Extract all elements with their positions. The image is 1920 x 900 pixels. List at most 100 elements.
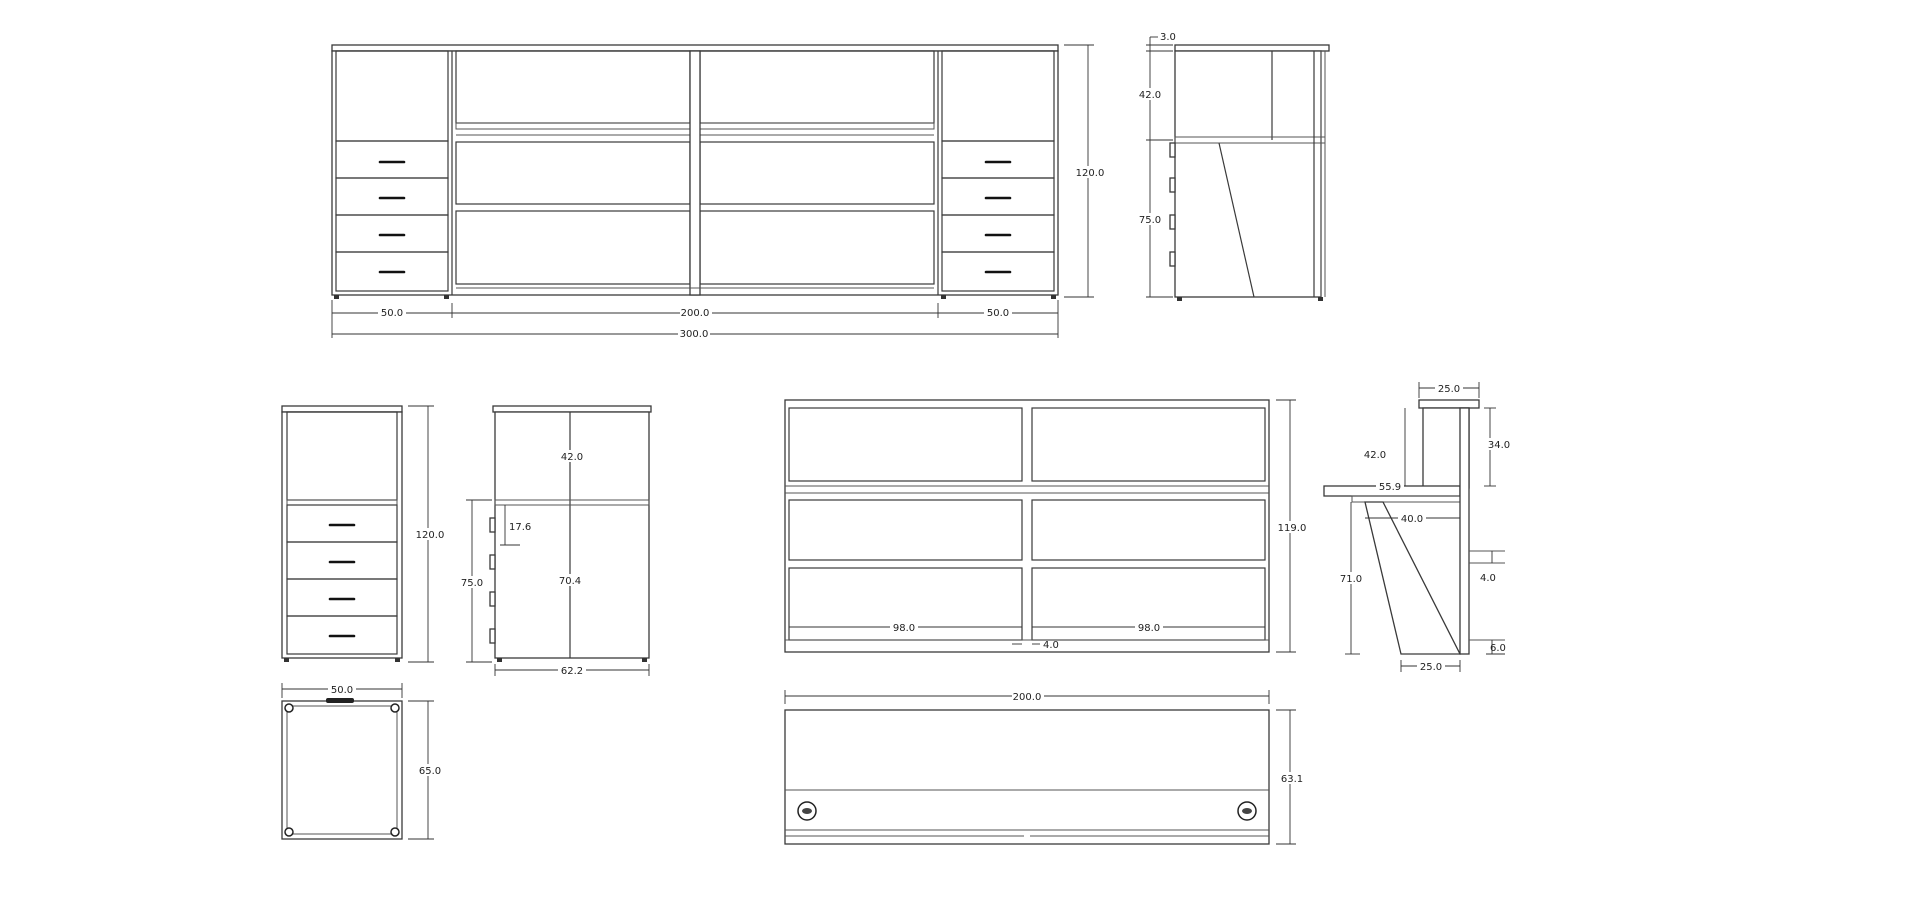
desk-plan-outline — [784, 709, 1270, 845]
plan-corner-post — [390, 703, 400, 713]
side-drawer-knob — [489, 554, 496, 570]
center-divider — [689, 50, 701, 296]
dim-front-right-width: 50.0 — [987, 308, 1009, 319]
drawer-unit-carcass — [281, 411, 403, 659]
side-slanted-support — [1218, 142, 1255, 298]
dim-profile-plinth: 6.0 — [1490, 643, 1506, 654]
drawer-side-dimensions: 42.0 17.6 70.4 75.0 62.2 — [458, 450, 650, 677]
profile-top — [1418, 399, 1480, 409]
dim-drawer-unit-depth: 65.0 — [419, 766, 441, 777]
desk-middle-bay-right — [1031, 499, 1266, 561]
front-right-drawer-tower — [941, 50, 1055, 292]
dim-drawer-unit-height: 120.0 — [416, 530, 445, 541]
front-center-bays — [455, 50, 935, 296]
dim-side-upper-height: 42.0 — [1139, 90, 1161, 101]
desk-plan-dimensions: 200.0 63.1 — [784, 690, 1306, 845]
cable-grommet-hole — [802, 808, 812, 814]
drawer-front — [941, 251, 1055, 292]
plan-corner-post — [284, 827, 294, 837]
desk-front-dimensions: 98.0 98.0 4.0 119.0 — [789, 399, 1307, 653]
dim-desk-width: 200.0 — [1013, 692, 1042, 703]
foot — [1318, 297, 1323, 301]
foot — [941, 295, 946, 299]
side-drawer-knob — [489, 591, 496, 607]
desk-front-view: 98.0 98.0 4.0 119.0 — [784, 399, 1307, 653]
desk-upper-bay-right — [1031, 407, 1266, 482]
dim-desk-bay-left: 98.0 — [893, 623, 915, 634]
drawer-unit-front-dimensions: 120.0 — [408, 405, 445, 663]
foot — [284, 658, 289, 662]
drawer-unit-top — [281, 405, 403, 413]
front-elevation-view: 50.0 200.0 50.0 300.0 120.0 — [331, 44, 1105, 340]
dim-profile-gap: 4.0 — [1480, 573, 1496, 584]
side-drawer-knob — [489, 628, 496, 644]
dim-desk-depth: 63.1 — [1281, 774, 1303, 785]
desk-plan-view: 200.0 63.1 — [784, 690, 1306, 845]
desk-front-outline — [784, 399, 1270, 653]
dim-profile-upper-right: 34.0 — [1488, 440, 1510, 451]
side-top-panel — [1174, 44, 1330, 52]
dim-drawer-side-depth: 62.2 — [561, 666, 583, 677]
front-dimensions: 50.0 200.0 50.0 300.0 120.0 — [331, 44, 1105, 340]
foot — [444, 295, 449, 299]
drawer-unit-plan-view: 50.0 65.0 — [281, 683, 442, 840]
side-dimensions: 3.0 42.0 75.0 — [1136, 32, 1176, 298]
dim-drawer-side-upper: 42.0 — [561, 452, 583, 463]
drawer-side-shelf — [494, 499, 650, 506]
dim-desk-height: 119.0 — [1278, 523, 1307, 534]
side-drawer-knob — [489, 517, 496, 533]
drawer-front — [335, 251, 449, 292]
drawer-unit-side-view: 42.0 17.6 70.4 75.0 62.2 — [458, 405, 652, 677]
drawer-unit-front-view: 120.0 — [281, 405, 445, 663]
plan-handle — [326, 698, 354, 703]
foot — [395, 658, 400, 662]
side-drawer-knob — [1169, 177, 1176, 193]
foot — [334, 295, 339, 299]
dim-front-height: 120.0 — [1076, 168, 1105, 179]
desk-profile-view: 25.0 42.0 34.0 55.9 40.0 71.0 4.0 6.0 — [1323, 382, 1512, 673]
drawer-unit-plan-inner — [286, 705, 398, 835]
dim-profile-lower: 71.0 — [1340, 574, 1362, 585]
dim-profile-desk-depth: 40.0 — [1401, 514, 1423, 525]
foot — [642, 658, 647, 662]
profile-desk-surface — [1351, 495, 1461, 503]
dim-side-lower-height: 75.0 — [1139, 215, 1161, 226]
dim-profile-shelf-depth: 55.9 — [1379, 482, 1401, 493]
desk-profile-dimensions: 25.0 42.0 34.0 55.9 40.0 71.0 4.0 6.0 — [1337, 382, 1512, 673]
desk-middle-bay-left — [788, 499, 1023, 561]
dim-desk-divider: 4.0 — [1043, 640, 1059, 651]
plan-corner-post — [284, 703, 294, 713]
drawer-side-top — [492, 405, 652, 413]
drawer-side-carcass — [494, 411, 650, 659]
dim-profile-top-width: 25.0 — [1438, 384, 1460, 395]
cable-grommet-hole — [1242, 808, 1252, 814]
dim-drawer-unit-width: 50.0 — [331, 685, 353, 696]
dim-front-left-width: 50.0 — [381, 308, 403, 319]
side-drawer-knob — [1169, 251, 1176, 267]
dim-side-top-thickness: 3.0 — [1160, 32, 1176, 43]
dim-drawer-side-gap: 17.6 — [509, 522, 531, 533]
side-elevation-view: 3.0 42.0 75.0 — [1136, 32, 1330, 301]
dim-profile-upper-left: 42.0 — [1364, 450, 1386, 461]
plan-corner-post — [390, 827, 400, 837]
side-drawer-knob — [1169, 214, 1176, 230]
dim-profile-base: 25.0 — [1420, 662, 1442, 673]
desk-upper-bay-left — [788, 407, 1023, 482]
dim-front-total-width: 300.0 — [680, 329, 709, 340]
foot — [1177, 297, 1182, 301]
profile-slanted-leg — [1364, 501, 1462, 655]
drawer-plan-dimensions: 50.0 65.0 — [281, 683, 442, 840]
side-drawer-knob — [1169, 142, 1176, 158]
profile-back-panel — [1459, 407, 1470, 655]
drawer-front — [286, 615, 398, 655]
dim-desk-bay-right: 98.0 — [1138, 623, 1160, 634]
drawer-unit-plan-outline — [281, 700, 403, 840]
dim-drawer-side-inner: 70.4 — [559, 576, 581, 587]
front-left-drawer-tower — [335, 50, 449, 292]
dim-drawer-side-lower: 75.0 — [461, 578, 483, 589]
side-carcass — [1174, 50, 1322, 298]
dim-front-center-width: 200.0 — [681, 308, 710, 319]
foot — [1051, 295, 1056, 299]
front-top-panel — [331, 44, 1059, 52]
